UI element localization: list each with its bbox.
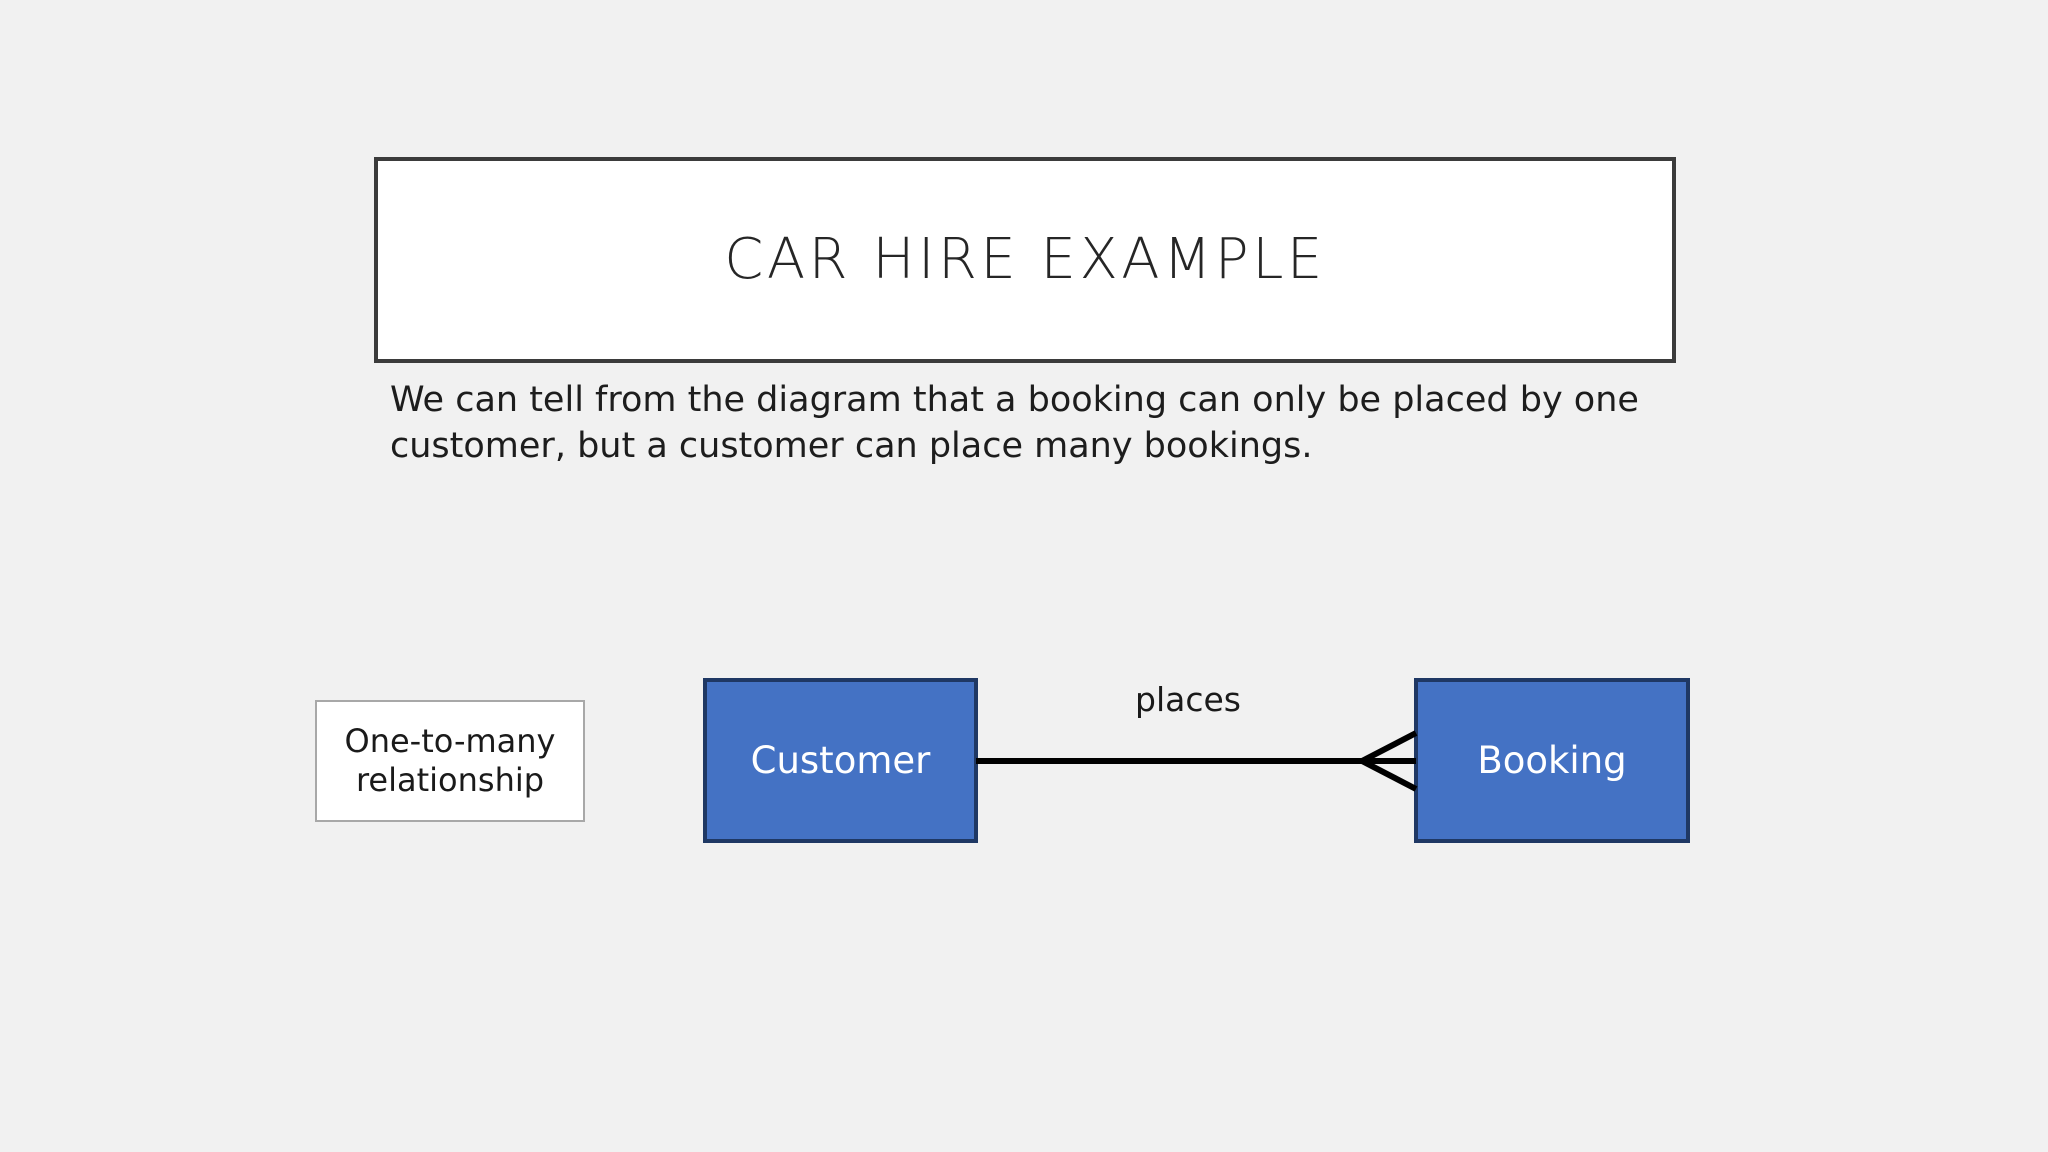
relationship-label: places: [1135, 680, 1241, 719]
crowsfoot-prong-lower: [1360, 758, 1418, 792]
entity-box-booking[interactable]: Booking: [1414, 678, 1690, 843]
legend-label: One-to-many relationship: [344, 721, 556, 799]
page-title: CAR HIRE EXAMPLE: [724, 227, 1326, 292]
entity-box-customer[interactable]: Customer: [703, 678, 978, 843]
title-box: CAR HIRE EXAMPLE: [374, 157, 1676, 363]
legend-box: One-to-many relationship: [315, 700, 585, 822]
entity-label-customer: Customer: [750, 739, 931, 782]
relationship-connector: [976, 730, 1418, 792]
entity-label-booking: Booking: [1477, 739, 1627, 782]
crowsfoot-prong-upper: [1360, 730, 1418, 764]
body-paragraph: We can tell from the diagram that a book…: [390, 380, 1639, 467]
